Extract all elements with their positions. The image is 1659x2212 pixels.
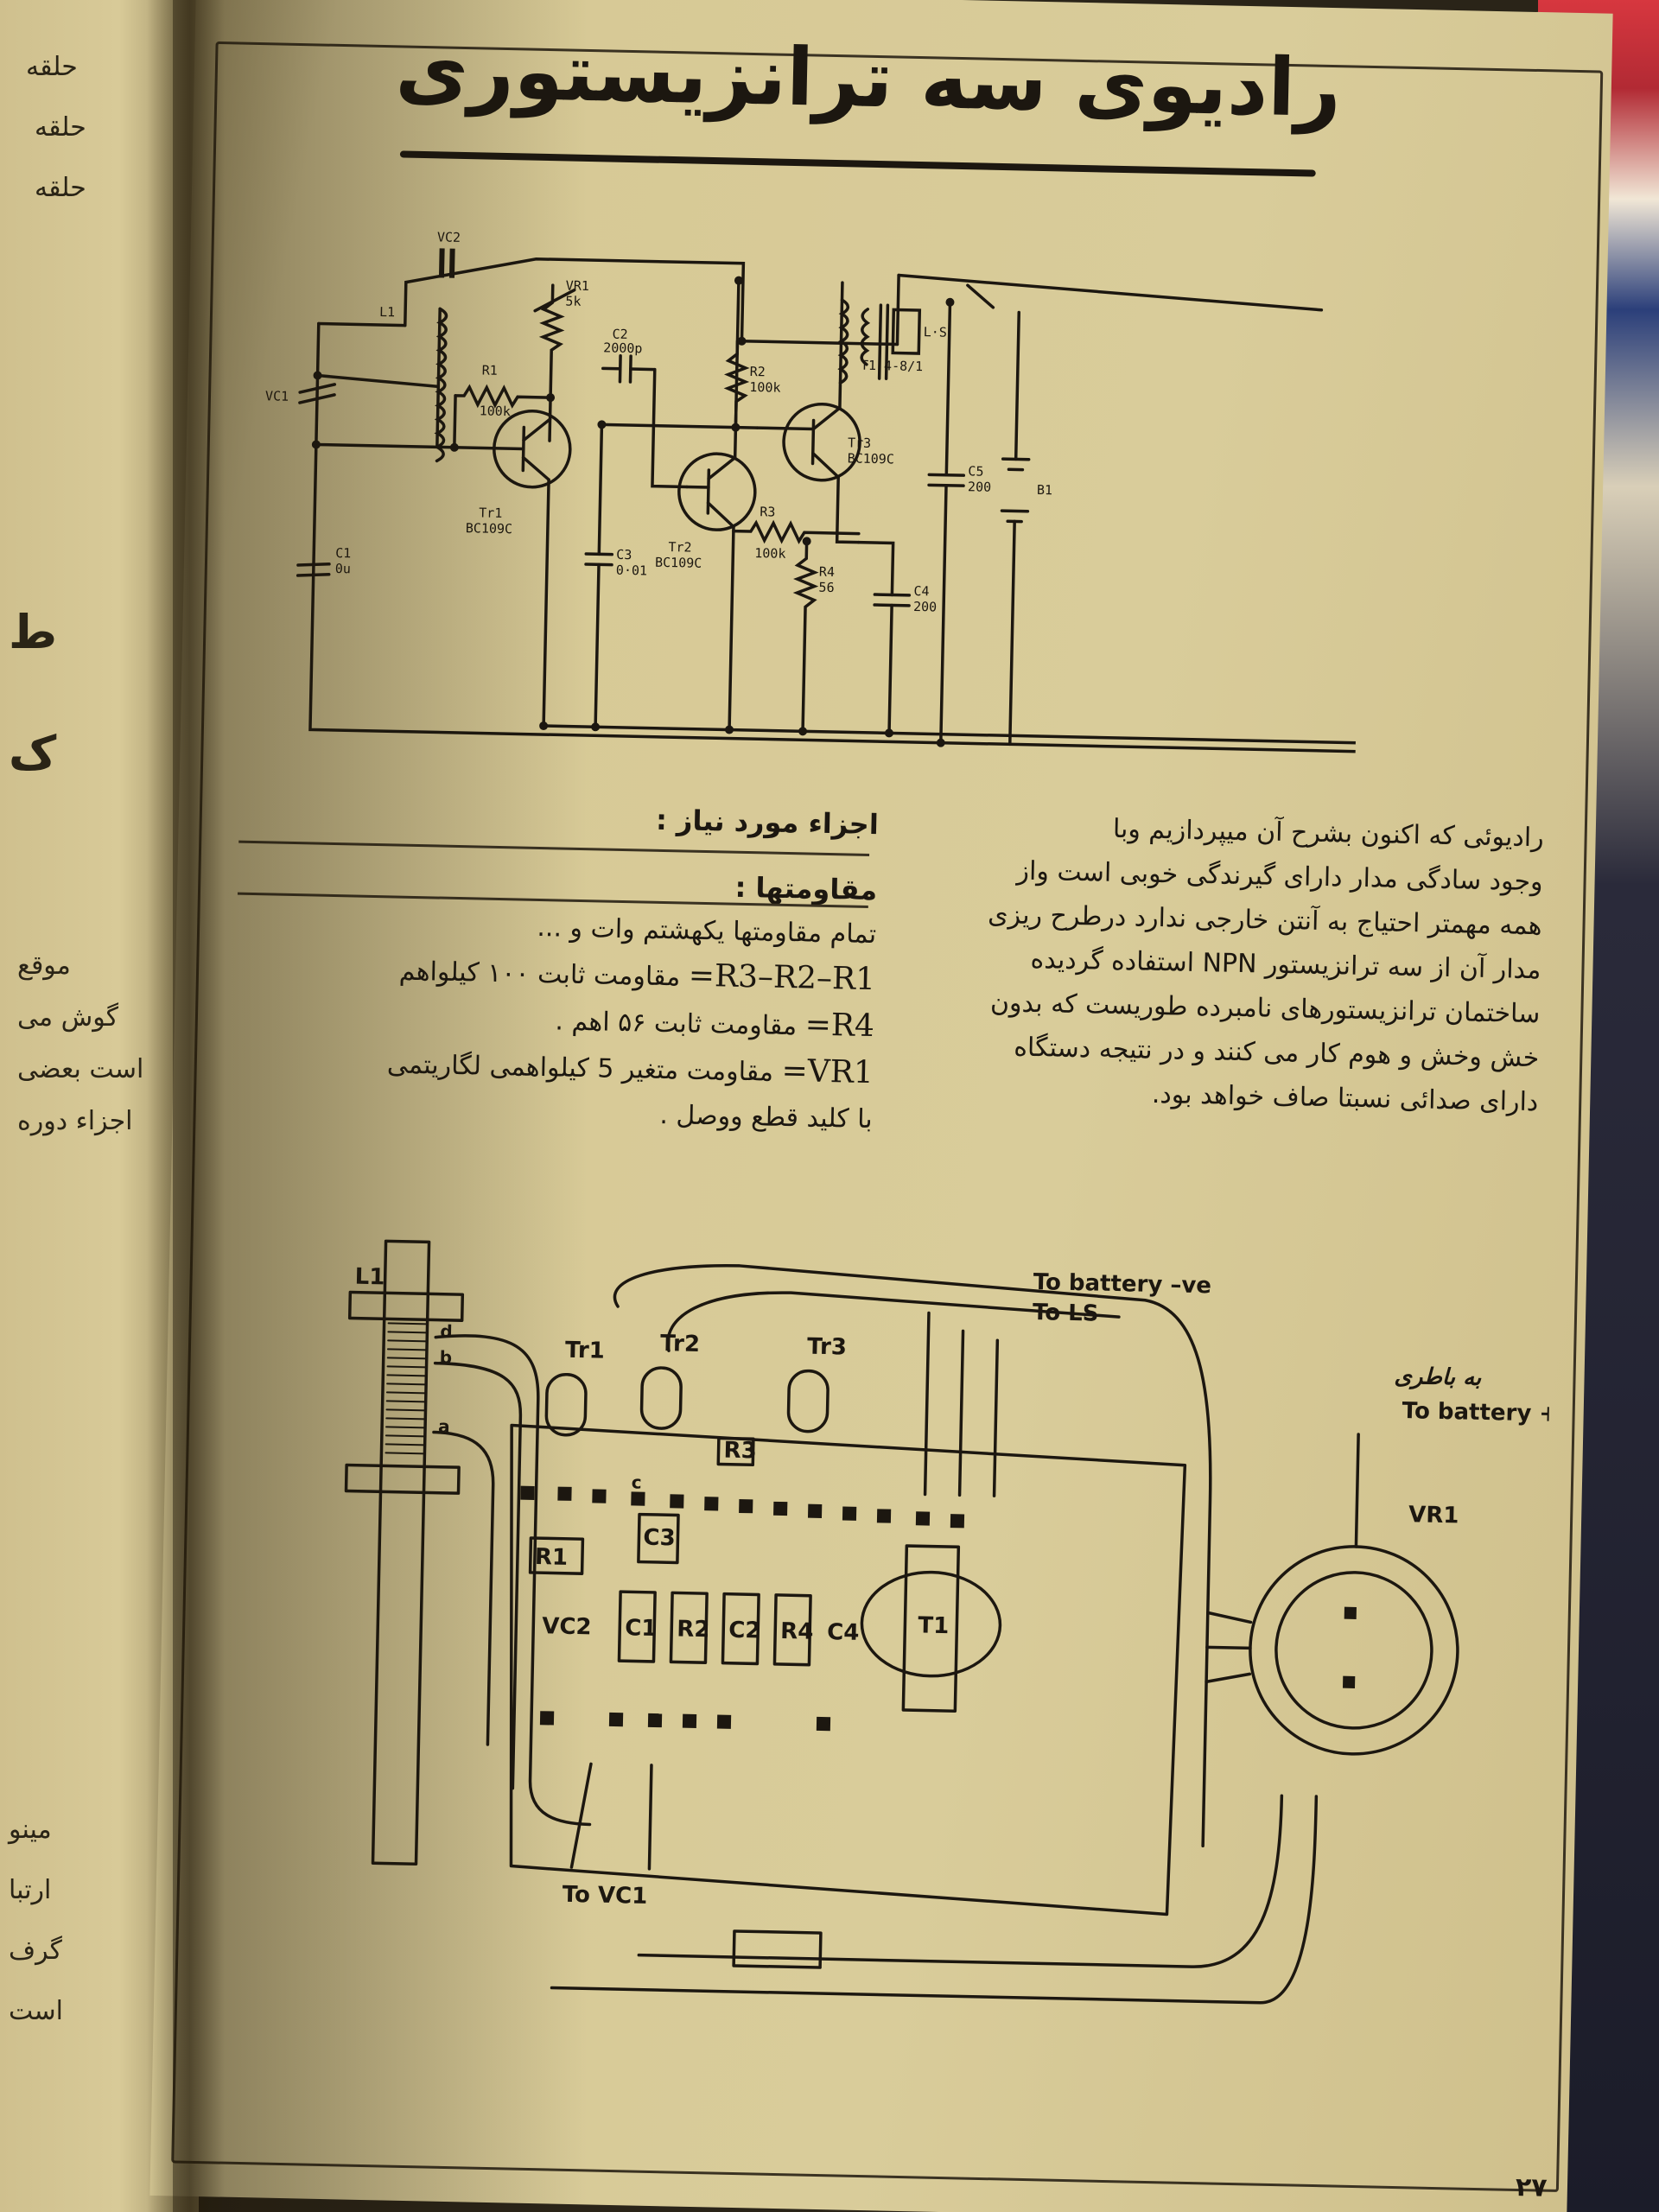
left-page-text: حلقه [26, 52, 78, 82]
label-r3: R3 [760, 504, 775, 519]
wiring-label-to-battery-neg: To battery –ve [1033, 1269, 1211, 1299]
label-vr1: VR1 [566, 277, 589, 294]
wiring-label-r3: R3 [723, 1438, 757, 1465]
resistor-desc: مقاومت متغیر 5 کیلواهمی لگاریتمی [386, 1049, 774, 1088]
handwritten-note: به باطری [1394, 1363, 1482, 1391]
tap-label: d [440, 1321, 453, 1342]
wiring-label-vc2: VC2 [542, 1613, 592, 1640]
label-c1-value: 0u [335, 561, 351, 576]
wiring-label-tr1: Tr1 [565, 1338, 605, 1364]
label-l1: L1 [379, 304, 395, 320]
label-r3-value: 100k [754, 545, 785, 562]
label-b1: B1 [1037, 482, 1052, 498]
r1-outline [528, 1536, 585, 1575]
label-c4-value: 200 [913, 599, 937, 615]
wiring-label-c3: C3 [643, 1525, 676, 1552]
page-number: ۲۷ [1515, 2171, 1548, 2203]
label-c1: C1 [335, 545, 351, 561]
label-tr2-type: BC109C [655, 555, 702, 571]
label-c5-value: 200 [968, 479, 991, 495]
label-tr3-type: BC109C [847, 450, 894, 467]
label-r1: R1 [482, 362, 498, 378]
resistor-parts: =VR1 [781, 1052, 874, 1091]
left-page-text: ارتبا [9, 1875, 52, 1905]
label-tr3: Tr3 [848, 435, 871, 451]
wiring-label-c4: C4 [827, 1619, 860, 1646]
wiring-label-r2: R2 [677, 1617, 710, 1643]
label-vc1: VC1 [265, 388, 289, 404]
left-page-text: اجزاء دوره [17, 1106, 133, 1136]
left-page-text: موقع [17, 950, 71, 981]
resistor-parts: =R4 [804, 1007, 875, 1045]
label-r2-value: 100k [749, 379, 780, 396]
resistor-desc: مقاومت ثابت ۵۶ اهم . [555, 1006, 798, 1042]
tap-label: c [632, 1471, 642, 1492]
tap-label: a [438, 1416, 450, 1437]
wiring-label-l1: L1 [354, 1264, 385, 1291]
book-gutter [147, 0, 225, 2212]
label-tr1-type: BC109C [466, 520, 513, 537]
book-page: رادیوی سه ترانزیستوری [149, 0, 1613, 2212]
left-page-text: گرف [9, 1936, 62, 1966]
wiring-label-tr3: Tr3 [807, 1334, 847, 1361]
label-r4: R4 [819, 564, 835, 580]
left-page-text: ط [9, 605, 58, 659]
label-c3: C3 [616, 547, 632, 563]
wiring-label-tr2: Tr2 [660, 1331, 700, 1357]
label-c2-value: 2000p [603, 340, 643, 356]
left-page-text: مینو [9, 1815, 52, 1845]
label-tr1: Tr1 [479, 505, 502, 521]
circuit-schematic: VC2 VC1 VR1 5k C2 2000p L1 R1 100k Tr1 B… [265, 229, 1367, 754]
label-c2: C2 [612, 327, 627, 342]
label-vr1-value: 5k [565, 293, 581, 308]
resistor-desc: مقاومت ثابت ۱۰۰ کیلواهم [398, 956, 681, 993]
label-vc2: VC2 [437, 229, 461, 245]
wiring-label-c1: C1 [625, 1615, 658, 1642]
wiring-diagram: Tr1 Tr2 Tr3 R1 C3 C1 R2 C2 R4 R3 C4 T1 V… [344, 1239, 1553, 2005]
left-page-text: گوش می [17, 1002, 119, 1033]
label-t1: T1 4-8/1 [861, 358, 924, 375]
wiring-label-to-battery-pos: To battery +ve [1402, 1398, 1552, 1427]
label-r2: R2 [750, 364, 766, 379]
wiring-label-c2: C2 [728, 1618, 761, 1644]
label-r4-value: 56 [818, 580, 834, 595]
label-ls: L·S [924, 324, 947, 340]
label-tr2: Tr2 [668, 539, 691, 556]
label-c3-value: 0·01 [616, 563, 647, 579]
left-page-text: حلقه [35, 173, 86, 203]
wiring-label-to-ls: To LS [1033, 1300, 1099, 1327]
wiring-label-vr1: VR1 [1408, 1502, 1459, 1529]
resistor-parts: =R3–R2–R1 [688, 957, 876, 998]
article-paragraph: رادیوئی که اکنون بشرح آن میپردازیم وبا و… [881, 802, 1544, 1124]
left-page-text: ک [9, 726, 57, 780]
tap-label: b [440, 1347, 453, 1368]
wiring-label-r4: R4 [780, 1618, 814, 1645]
left-page-text: است [9, 1996, 63, 2026]
left-page-text: حلقه [35, 112, 86, 143]
wiring-label-t1: T1 [918, 1612, 949, 1639]
label-c4: C4 [913, 583, 929, 599]
wiring-label-r1: R1 [535, 1544, 569, 1571]
label-c5: C5 [968, 463, 983, 479]
wiring-label-to-vc1: To VC1 [562, 1882, 647, 1910]
label-r1-value: 100k [480, 403, 511, 419]
left-page-text: است بعضی [17, 1054, 144, 1084]
